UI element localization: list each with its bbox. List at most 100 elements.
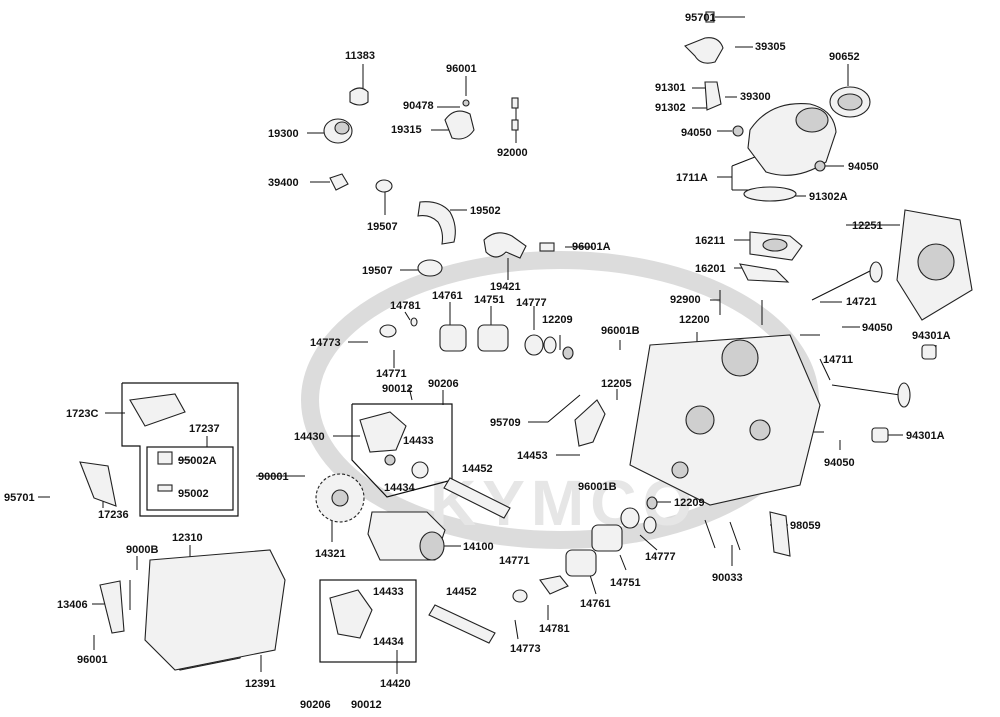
label-14761-a: 14761: [432, 290, 463, 302]
gasket-16201: [739, 263, 790, 283]
label-12251: 12251: [852, 220, 883, 232]
label-92900: 92900: [670, 294, 701, 306]
sprocket-14321: [315, 473, 365, 523]
label-14721: 14721: [846, 296, 877, 308]
label-19507-b: 19507: [362, 265, 393, 277]
label-14777-a: 14777: [516, 297, 547, 309]
label-14781-b: 14781: [539, 623, 570, 635]
label-90012-a: 90012: [382, 383, 413, 395]
label-14433-a: 14433: [403, 435, 434, 447]
rocker-arm-14430: [359, 411, 429, 479]
fitting-11383: [349, 87, 369, 106]
label-14434-a: 14434: [384, 482, 415, 494]
label-14452-a: 14452: [462, 463, 493, 475]
label-90033: 90033: [712, 572, 743, 584]
label-94050-b: 94050: [848, 161, 879, 173]
label-90478: 90478: [403, 100, 434, 112]
label-14751-a: 14751: [474, 294, 505, 306]
label-96001: 96001: [446, 63, 477, 75]
valve-14711: [831, 382, 911, 408]
studs-90033: [704, 519, 741, 551]
label-14321: 14321: [315, 548, 346, 560]
spring-set-upper: [379, 317, 574, 360]
label-94050-c: 94050: [862, 322, 893, 334]
label-95709: 95709: [490, 417, 521, 429]
label-14434-b: 14434: [373, 636, 404, 648]
pin-95709: [547, 394, 581, 423]
label-90652: 90652: [829, 51, 860, 63]
label-96001-b: 96001: [77, 654, 108, 666]
label-14711: 14711: [823, 354, 853, 366]
spark-plug-98059: [769, 511, 791, 557]
label-96001A: 96001A: [572, 241, 611, 253]
label-13406: 13406: [57, 599, 88, 611]
label-19315: 19315: [391, 124, 422, 136]
label-92000: 92000: [497, 147, 528, 159]
thermostat-housing-19315: [444, 99, 475, 140]
label-90206-a: 90206: [428, 378, 459, 390]
label-11383: 11383: [345, 50, 375, 62]
label-16211: 16211: [695, 235, 725, 247]
label-14761-b: 14761: [580, 598, 611, 610]
label-14777-b: 14777: [645, 551, 676, 563]
hose-19502: [375, 179, 456, 277]
label-19300: 19300: [268, 128, 299, 140]
throttle-body-1711A: [732, 102, 837, 202]
label-14433-b: 14433: [373, 586, 404, 598]
label-94050-d: 94050: [824, 457, 855, 469]
label-91302A: 91302A: [809, 191, 848, 203]
label-94050-a: 94050: [681, 127, 712, 139]
label-95701: 95701: [685, 12, 716, 24]
head-gasket-12251: [896, 209, 973, 321]
camshaft-14100: [367, 511, 446, 561]
label-14430: 14430: [294, 431, 325, 443]
label-91302: 91302: [655, 102, 686, 114]
label-90001: 90001: [258, 471, 289, 483]
label-96001B-b: 96001B: [578, 481, 617, 493]
part-drawings: [79, 11, 973, 671]
filter-1723C: [129, 393, 186, 492]
label-17236: 17236: [98, 509, 129, 521]
label-14100: 14100: [463, 541, 494, 553]
cap-94301A: [871, 344, 937, 443]
rocker-arm-14420: [329, 589, 373, 639]
label-1723C: 1723C: [66, 408, 98, 420]
label-14453: 14453: [517, 450, 548, 462]
bracket-17236: [79, 461, 117, 507]
clamp-90652: [829, 86, 871, 118]
label-12205: 12205: [601, 378, 632, 390]
valve-14721: [811, 261, 883, 301]
label-19502: 19502: [470, 205, 501, 217]
group-boxes: [121, 382, 453, 663]
thermostat-cap-19300: [323, 118, 353, 144]
label-14771-b: 14771: [499, 555, 530, 567]
label-90206-b: 90206: [300, 699, 331, 711]
label-19507-a: 19507: [367, 221, 398, 233]
label-39400: 39400: [268, 177, 299, 189]
label-14773-b: 14773: [510, 643, 541, 655]
label-14420: 14420: [380, 678, 411, 690]
label-39305: 39305: [755, 41, 786, 53]
cover-gasket-12391: [144, 549, 286, 671]
label-39300: 39300: [740, 91, 771, 103]
label-12310: 12310: [172, 532, 203, 544]
bracket-14453: [574, 399, 606, 447]
label-14771-a: 14771: [376, 368, 407, 380]
label-16201: 16201: [695, 263, 726, 275]
label-14452-b: 14452: [446, 586, 477, 598]
label-98059: 98059: [790, 520, 821, 532]
label-14773-a: 14773: [310, 337, 341, 349]
injector-39300: [704, 81, 722, 111]
shaft-14452-lower: [428, 604, 496, 644]
sensor-39400: [329, 173, 349, 191]
label-94301A-b: 94301A: [906, 430, 945, 442]
label-14781-a: 14781: [390, 300, 421, 312]
label-94301A-a: 94301A: [912, 330, 951, 342]
label-12209-b: 12209: [674, 497, 705, 509]
gasket-16211: [749, 231, 803, 261]
bolts-92000: [511, 97, 519, 131]
label-12391: 12391: [245, 678, 276, 690]
part-labels: 95701 39305 11383 96001 90652 90478 9130…: [4, 12, 951, 711]
